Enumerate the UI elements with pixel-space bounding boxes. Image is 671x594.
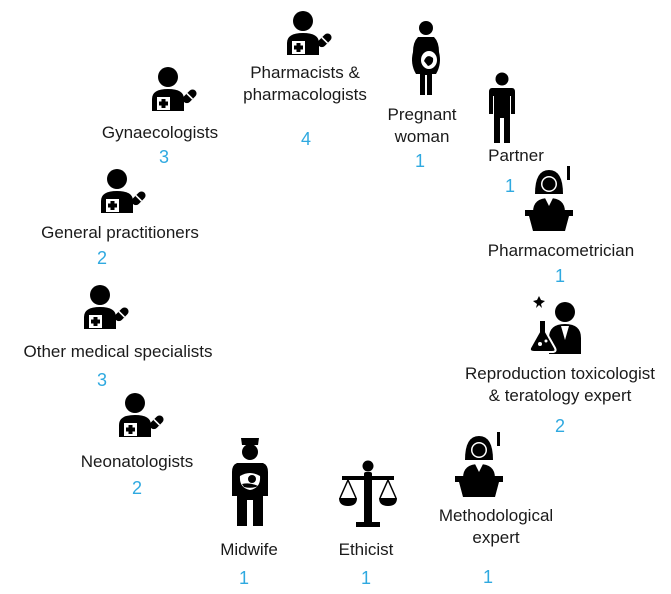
label-line: Pharmacists & xyxy=(250,63,360,82)
doctor-icon xyxy=(118,392,166,438)
label-line: pharmacologists xyxy=(243,85,367,104)
label-line: Pregnant xyxy=(387,105,457,124)
label-line: Partner xyxy=(488,146,544,165)
node-count: 1 xyxy=(504,176,516,196)
midwife-icon xyxy=(232,438,268,526)
node-label: Gynaecologists xyxy=(102,122,218,144)
node-label: Pharmacists & pharmacologists xyxy=(243,62,367,106)
label-line: Midwife xyxy=(220,540,278,559)
man-icon xyxy=(489,72,515,143)
doctor-icon xyxy=(151,66,199,112)
doctor-icon xyxy=(100,168,148,214)
label-line: Reproduction toxicologist xyxy=(465,364,655,383)
node-count: 1 xyxy=(482,567,494,587)
node-label: Pregnant woman xyxy=(388,104,457,148)
label-line: expert xyxy=(472,528,520,547)
node-label: Midwife xyxy=(220,539,278,561)
doctor-icon xyxy=(286,10,334,56)
label-line: Gynaecologists xyxy=(101,123,219,142)
node-count: 1 xyxy=(414,151,426,171)
label-line: General practitioners xyxy=(41,223,199,242)
label-line: Ethicist xyxy=(338,540,394,559)
node-count: 2 xyxy=(131,478,143,498)
label-line: woman xyxy=(394,127,450,146)
node-count: 3 xyxy=(96,370,108,390)
woman-at-desk-icon xyxy=(525,166,573,231)
pregnant-woman-icon xyxy=(412,21,440,95)
label-line: & teratology expert xyxy=(488,386,632,405)
node-label: Neonatologists xyxy=(81,451,193,473)
node-count: 2 xyxy=(96,248,108,268)
node-count: 1 xyxy=(360,568,372,588)
label-line: Other medical specialists xyxy=(23,342,213,361)
scientist-icon xyxy=(528,296,581,354)
label-line: Pharmacometrician xyxy=(487,241,635,260)
node-count: 1 xyxy=(238,568,250,588)
label-line: Methodological xyxy=(438,506,554,525)
node-label: Other medical specialists xyxy=(24,341,213,363)
balance-scale-icon xyxy=(339,460,397,527)
node-label: Partner xyxy=(488,145,544,167)
label-line: Neonatologists xyxy=(80,452,194,471)
node-label: Reproduction toxicologist & teratology e… xyxy=(465,363,655,407)
node-label: Pharmacometrician xyxy=(488,240,634,262)
node-label: General practitioners xyxy=(41,222,199,244)
node-label: Ethicist xyxy=(339,539,394,561)
node-count: 2 xyxy=(554,416,566,436)
node-label: Methodological expert xyxy=(439,505,553,549)
node-count: 4 xyxy=(300,129,312,149)
woman-at-desk-icon xyxy=(455,432,503,497)
doctor-icon xyxy=(83,284,131,330)
node-count: 3 xyxy=(158,147,170,167)
node-count: 1 xyxy=(554,266,566,286)
